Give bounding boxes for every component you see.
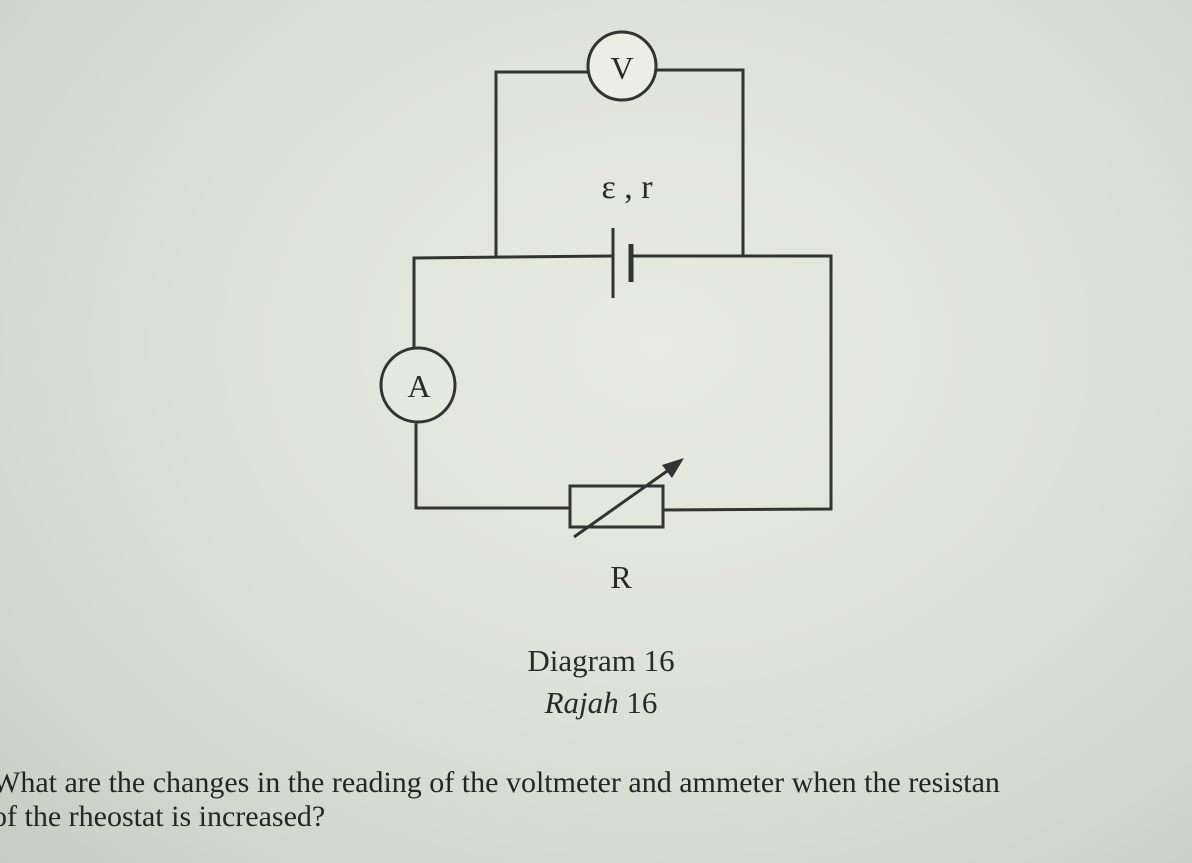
caption-malay-number: 16 xyxy=(626,685,658,720)
battery-cell-symbol xyxy=(611,228,634,298)
rheostat-label: R xyxy=(610,559,632,595)
voltmeter-wire xyxy=(494,68,745,257)
ammeter-label: A xyxy=(407,368,430,404)
voltmeter: V xyxy=(586,30,658,102)
right-wire xyxy=(661,254,833,512)
voltmeter-label: V xyxy=(610,50,633,86)
left-wire xyxy=(412,256,418,510)
ammeter: A xyxy=(379,346,457,424)
top-wire-left xyxy=(412,254,612,260)
circuit-diagram: V A ε , r R xyxy=(379,30,833,595)
rheostat-symbol xyxy=(568,458,684,539)
emf-label: ε , r xyxy=(601,169,653,206)
caption-malay-word: Rajah xyxy=(544,685,619,720)
question-text: What are the changes in the reading of t… xyxy=(0,766,1000,833)
variable-arrow-icon xyxy=(662,458,684,478)
diagram-caption-english: Diagram 16 xyxy=(527,643,675,678)
diagram-caption-malay: Rajah 16 xyxy=(0,685,1192,721)
